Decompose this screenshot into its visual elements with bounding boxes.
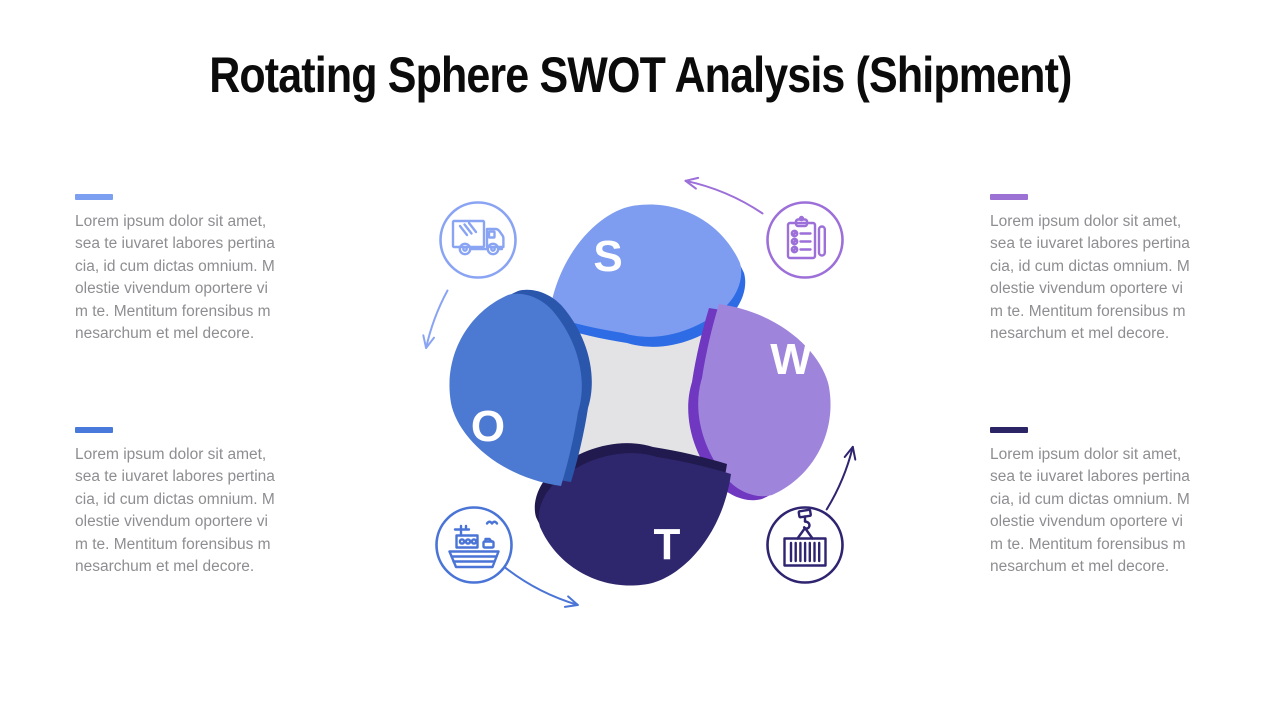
page-title: Rotating Sphere SWOT Analysis (Shipment) <box>208 47 1072 103</box>
segment-strengths <box>549 204 746 347</box>
weaknesses-description: Lorem ipsum dolor sit amet, sea te iuvar… <box>990 213 1190 343</box>
accent-bar-weaknesses <box>990 194 1028 200</box>
segment-opportunities <box>449 289 592 486</box>
segment-threats-blade <box>538 453 731 586</box>
weaknesses-icon-badge <box>766 201 844 279</box>
text-block-threats: Lorem ipsum dolor sit amet, sea te iuvar… <box>990 427 1224 578</box>
rotation-arrow-top <box>684 176 764 215</box>
segment-weaknesses-blade <box>698 304 831 497</box>
segment-letter-w: W <box>770 335 812 384</box>
segment-letter-o: O <box>471 402 505 451</box>
text-block-opportunities: Lorem ipsum dolor sit amet, sea te iuvar… <box>75 427 309 578</box>
text-block-strengths: Lorem ipsum dolor sit amet, sea te iuvar… <box>75 194 309 345</box>
rotation-arrow-bottom <box>500 563 579 608</box>
opportunities-description: Lorem ipsum dolor sit amet, sea te iuvar… <box>75 446 275 576</box>
segment-strengths-blade <box>549 204 742 337</box>
container-crane-icon <box>783 508 827 567</box>
threats-description: Lorem ipsum dolor sit amet, sea te iuvar… <box>990 446 1190 576</box>
checklist-clipboard-icon <box>786 215 827 260</box>
text-block-weaknesses: Lorem ipsum dolor sit amet, sea te iuvar… <box>990 194 1224 345</box>
rotation-arrow-right <box>825 445 857 511</box>
segment-letter-s: S <box>593 232 622 281</box>
badge-ring <box>766 201 844 279</box>
accent-bar-threats <box>990 427 1028 433</box>
segment-opportunities-blade <box>449 293 582 486</box>
segment-letter-t: T <box>654 520 681 569</box>
strengths-description: Lorem ipsum dolor sit amet, sea te iuvar… <box>75 213 275 343</box>
swot-pinwheel-diagram: S W T O <box>422 176 857 608</box>
threats-icon-badge <box>766 506 844 584</box>
accent-bar-strengths <box>75 194 113 200</box>
cargo-ship-icon <box>448 520 500 569</box>
title-container: Rotating Sphere SWOT Analysis (Shipment) <box>0 46 1280 104</box>
segment-threats <box>534 443 731 586</box>
badge-ring <box>435 506 513 584</box>
accent-bar-opportunities <box>75 427 113 433</box>
rotation-arrow-left <box>422 289 449 349</box>
strengths-icon-badge <box>439 201 517 279</box>
segment-weaknesses <box>688 304 831 501</box>
opportunities-icon-badge <box>435 506 513 584</box>
delivery-truck-icon <box>451 219 505 256</box>
